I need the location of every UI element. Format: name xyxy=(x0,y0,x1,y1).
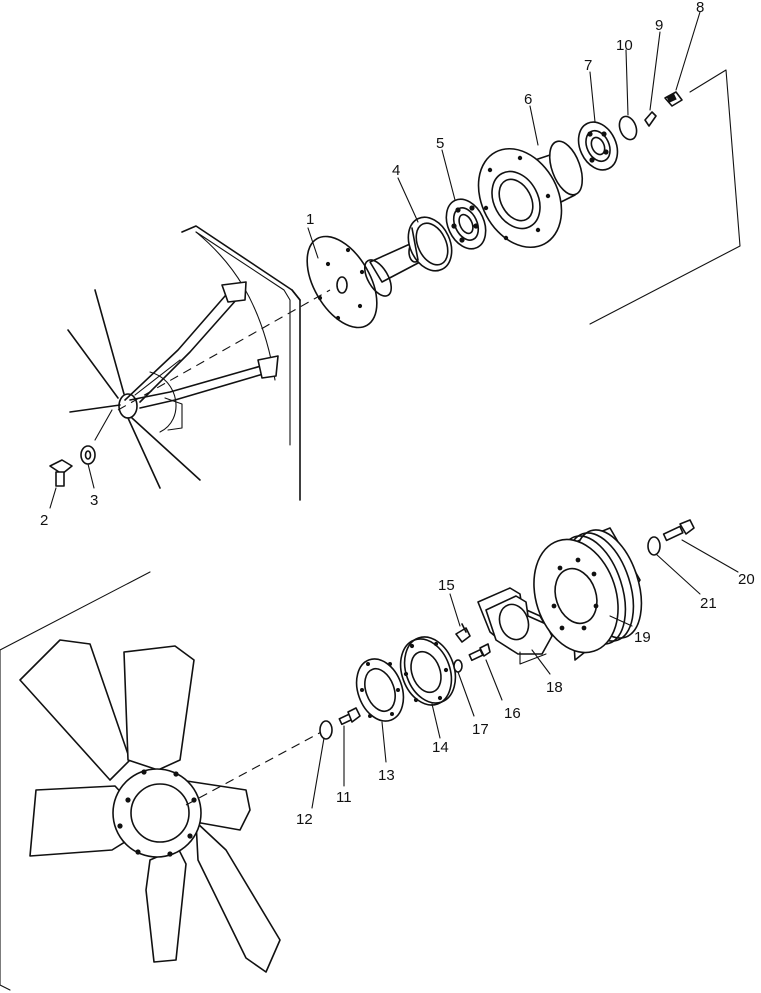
callout-label-5: 5 xyxy=(436,135,444,152)
part-8-bolt xyxy=(664,91,683,107)
leader-lines xyxy=(49,11,739,809)
part-6-bearing-housing xyxy=(477,140,584,249)
part-19-pulley xyxy=(533,527,643,661)
part-11-bolt xyxy=(338,707,361,726)
lower-center-axis xyxy=(185,729,326,806)
callout-label-9: 9 xyxy=(655,17,663,34)
callout-label-16: 16 xyxy=(504,705,521,722)
callout-label-3: 3 xyxy=(90,492,98,509)
callout-label-17: 17 xyxy=(472,721,489,738)
part-2-bolt xyxy=(49,459,73,487)
part-17-washer xyxy=(453,659,463,673)
callout-label-7: 7 xyxy=(584,57,592,74)
fan-shroud xyxy=(181,225,301,501)
fan-frame xyxy=(67,281,279,489)
part-13-gasket xyxy=(355,658,405,722)
part-3-washer xyxy=(80,445,96,465)
callout-label-12: 12 xyxy=(296,811,313,828)
part-12-washer xyxy=(319,720,333,740)
callout-label-6: 6 xyxy=(524,91,532,108)
part-9-key xyxy=(644,111,657,127)
callout-label-11: 11 xyxy=(336,789,352,806)
callout-label-20: 20 xyxy=(738,571,755,588)
callout-label-1: 1 xyxy=(306,211,314,228)
part-18-shim-set xyxy=(477,587,553,665)
callout-label-8: 8 xyxy=(696,0,704,16)
part-16-bolt xyxy=(468,643,491,662)
part-20-bolt xyxy=(662,519,695,542)
callout-label-18: 18 xyxy=(546,679,563,696)
callout-label-15: 15 xyxy=(438,577,455,594)
part-7-ball-bearing xyxy=(577,121,619,171)
fan-blade-assembly xyxy=(19,639,281,973)
lower-panel-outline xyxy=(0,571,151,991)
callout-label-19: 19 xyxy=(634,629,651,646)
callout-label-21: 21 xyxy=(700,595,717,612)
callout-label-10: 10 xyxy=(616,37,633,54)
callout-label-2: 2 xyxy=(40,512,48,529)
upper-assembly-bracket xyxy=(589,69,741,325)
callout-label-13: 13 xyxy=(378,767,395,784)
callout-label-14: 14 xyxy=(432,739,449,756)
part-5-ball-bearing xyxy=(445,198,487,250)
part-4-bearing-race xyxy=(407,216,453,272)
part-14-spacer-plate xyxy=(399,636,457,706)
callout-label-4: 4 xyxy=(392,162,400,179)
upper-center-axis xyxy=(117,289,331,411)
part-10-plate xyxy=(618,115,638,141)
part-21-washer xyxy=(647,536,661,556)
part-1-fan-hub-shaft xyxy=(306,235,422,329)
part-15-grease-fitting xyxy=(455,623,471,643)
